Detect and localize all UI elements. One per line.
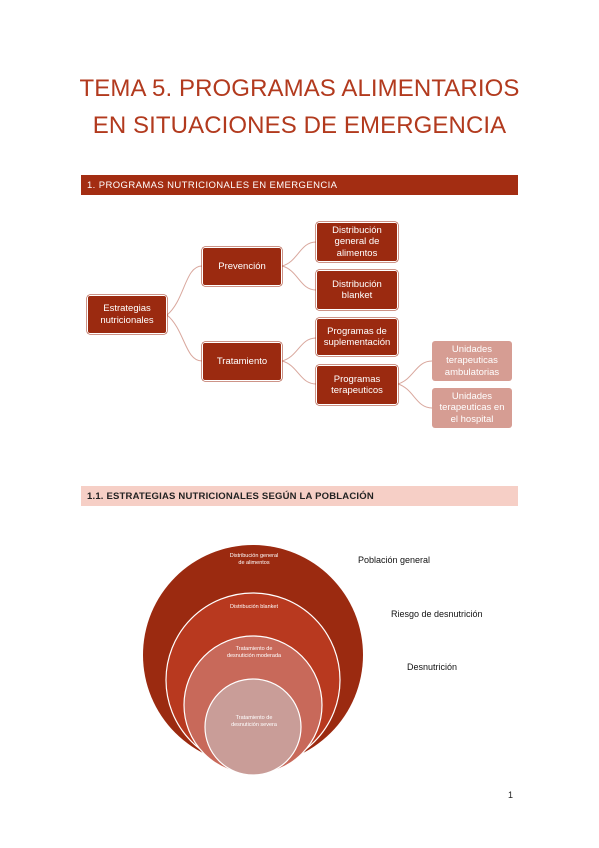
connector-root-tratamiento xyxy=(166,314,203,362)
connector-prev-general xyxy=(281,241,317,267)
label-riesgo-desnutricion: Riesgo de desnutrición xyxy=(391,609,483,619)
connector-prev-blanket xyxy=(281,265,317,291)
node-programas-suplementacion: Programas de suplementación xyxy=(316,318,398,356)
connector-trat-suplementacion xyxy=(281,337,317,362)
circle-text-general: Distribución general de alimentos xyxy=(229,553,279,566)
node-distribucion-blanket: Distribución blanket xyxy=(316,270,398,310)
label-poblacion-general: Población general xyxy=(358,555,431,565)
circle-text-blanket: Distribución blanket xyxy=(230,604,278,610)
connector-terap-ambulatorias xyxy=(397,360,433,385)
page-title: TEMA 5. PROGRAMAS ALIMENTARIOS EN SITUAC… xyxy=(40,70,559,144)
node-estrategias: Estrategias nutricionales xyxy=(87,295,167,334)
node-tratamiento: Tratamiento xyxy=(202,342,282,381)
connector-terap-hospital xyxy=(397,383,433,409)
node-distribucion-general: Distribución general de alimentos xyxy=(316,222,398,262)
node-unidades-ambulatorias: Unidades terapeuticas ambulatorias xyxy=(432,341,512,381)
title-line-1: TEMA 5. PROGRAMAS ALIMENTARIOS xyxy=(79,75,520,102)
node-programas-terapeuticos: Programas terapeuticos xyxy=(316,365,398,405)
connector-trat-terapeuticos xyxy=(281,360,317,385)
circle-text-severa: Tratamiento de desnutición severa xyxy=(231,715,277,728)
page-number: 1 xyxy=(508,790,514,800)
section-heading-1: 1. PROGRAMAS NUTRICIONALES EN EMERGENCIA xyxy=(81,175,518,195)
title-line-2: EN SITUACIONES DE EMERGENCIA xyxy=(92,112,507,139)
node-prevencion: Prevención xyxy=(202,247,282,286)
circle-text-moderada: Tratamiento de desnutición moderada xyxy=(226,646,282,659)
connector-root-prevencion xyxy=(166,265,203,316)
label-desnutricion: Desnutrición xyxy=(407,662,458,672)
section-heading-2: 1.1. ESTRATEGIAS NUTRICIONALES SEGÚN LA … xyxy=(81,486,518,506)
node-unidades-hospital: Unidades terapeuticas en el hospital xyxy=(432,388,512,428)
circle-severa xyxy=(204,678,302,776)
